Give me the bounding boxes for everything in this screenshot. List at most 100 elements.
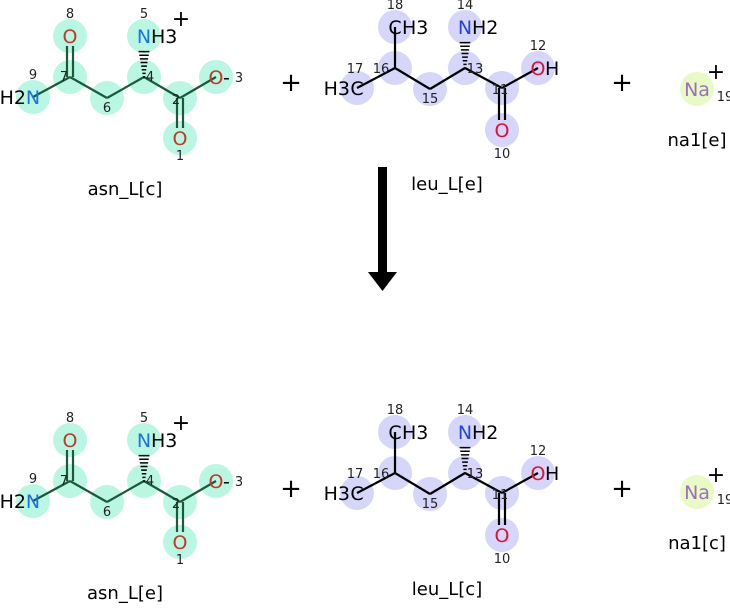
hashed-wedge-bond (459, 446, 471, 474)
atom-number: 8 (66, 7, 74, 22)
atom-label: N (26, 87, 40, 109)
single-bond (32, 480, 71, 502)
atom-number: 6 (103, 505, 111, 520)
atom-number: 19 (717, 493, 730, 508)
atom-suffix: H3 (402, 422, 428, 444)
single-bond (106, 480, 145, 503)
atom-label: O (209, 67, 224, 89)
atom-prefix: H2 (0, 87, 26, 109)
hashed-wedge-bond (138, 454, 150, 482)
atom-prefix: H3 (324, 483, 350, 505)
atom-number: 7 (60, 70, 68, 85)
atom-number: 15 (422, 497, 439, 512)
atom-label: N (458, 422, 472, 444)
atom-number: 17 (347, 467, 364, 482)
atom-label: N (137, 26, 151, 48)
atom-number: 13 (467, 467, 484, 482)
atom-label: N (26, 491, 40, 513)
plus-sign: + (611, 474, 633, 504)
single-bond (143, 480, 181, 503)
atom-highlight (163, 525, 197, 559)
atom-number: 1 (176, 149, 184, 164)
single-bond (356, 67, 396, 89)
single-bond (179, 480, 217, 503)
atom-highlight (485, 113, 519, 147)
single-bond (501, 67, 539, 89)
atom-number: 4 (146, 70, 154, 85)
atom-label: C (388, 17, 401, 39)
atom-label: Na (684, 482, 710, 504)
atom-label: O (531, 463, 546, 485)
charge-label: + (172, 7, 190, 32)
single-bond (501, 472, 539, 494)
atom-label: Na (684, 79, 710, 101)
atom-suffix: H (545, 58, 559, 80)
atom-prefix: H3 (324, 78, 350, 100)
single-bond (32, 76, 71, 98)
atom-label: N (137, 430, 151, 452)
atom-label: O (495, 120, 510, 142)
atom-label: C (350, 483, 363, 505)
atom-suffix: H3 (151, 430, 177, 452)
atom-prefix: H2 (0, 491, 26, 513)
single-bond (106, 76, 145, 99)
single-bond (179, 76, 217, 99)
atom-number: 3 (235, 71, 243, 86)
atom-number: 2 (172, 93, 180, 108)
atom-highlight (680, 72, 714, 106)
atom-number: 12 (530, 39, 547, 54)
single-bond (464, 472, 503, 494)
atom-number: 13 (467, 62, 484, 77)
atom-suffix: H2 (472, 422, 498, 444)
hashed-wedge-bond (138, 50, 150, 78)
atom-highlight (680, 475, 714, 509)
single-bond (429, 67, 466, 90)
atom-number: 14 (457, 0, 474, 13)
atom-number: 2 (172, 497, 180, 512)
atom-number: 11 (492, 83, 509, 98)
atom-label: O (173, 532, 188, 554)
atom-number: 12 (530, 444, 547, 459)
atom-number: 19 (717, 90, 730, 105)
metabolite-name: leu_L[e] (411, 174, 483, 195)
atom-number: 9 (29, 472, 37, 487)
metabolite-name: asn_L[c] (88, 179, 163, 200)
atom-label: O (173, 128, 188, 150)
atom-label: N (458, 17, 472, 39)
atom-number: 7 (60, 474, 68, 489)
single-bond (69, 76, 108, 99)
atom-number: 6 (103, 101, 111, 116)
atom-number: 8 (66, 411, 74, 426)
single-bond (464, 67, 503, 89)
plus-sign: + (280, 474, 302, 504)
atom-number: 1 (176, 553, 184, 568)
single-bond (356, 472, 396, 494)
plus-sign: + (280, 68, 302, 98)
charge-label: + (707, 463, 725, 488)
atom-suffix: - (223, 67, 230, 89)
atom-suffix: H2 (472, 17, 498, 39)
atom-highlight (485, 518, 519, 552)
atom-label: O (209, 471, 224, 493)
atom-number: 11 (492, 488, 509, 503)
atom-number: 5 (140, 7, 148, 22)
atom-highlight (127, 19, 161, 53)
atom-highlight (53, 19, 87, 53)
single-bond (429, 472, 466, 495)
metabolite-name: leu_L[c] (412, 579, 482, 600)
atom-number: 10 (494, 552, 511, 567)
atom-number: 16 (373, 62, 390, 77)
atom-number: 17 (347, 62, 364, 77)
atom-suffix: H3 (402, 17, 428, 39)
atom-number: 3 (235, 475, 243, 490)
metabolite-name: asn_L[e] (87, 583, 163, 604)
single-bond (143, 76, 181, 99)
